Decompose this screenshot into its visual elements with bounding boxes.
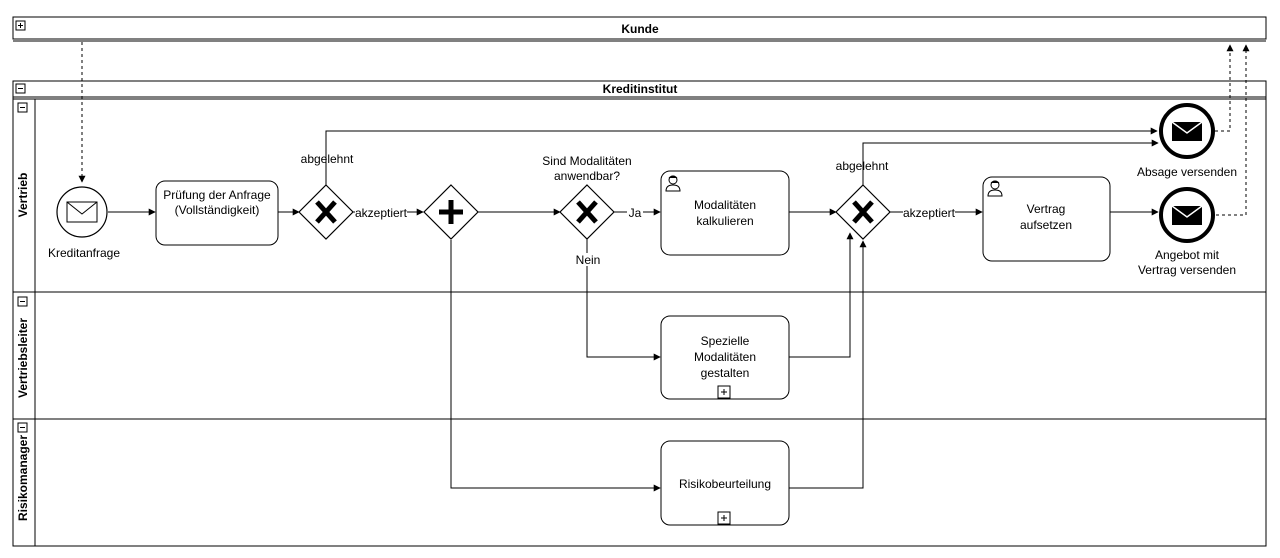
lane-sales-manager[interactable]: Vertriebsleiter — [16, 296, 30, 398]
flow-label-rejected-2: abgelehnt — [836, 159, 889, 173]
task-prepare-contract-line-1: Vertrag — [1027, 202, 1066, 216]
gateway-question-line-1: Sind Modalitäten — [542, 154, 631, 168]
subprocess-risk-assessment[interactable]: Risikobeurteilung — [660, 440, 790, 526]
flow-rejected-1[interactable] — [325, 127, 1158, 185]
subprocess-expand-marker[interactable] — [717, 385, 731, 399]
flow-special-to-gateway[interactable] — [789, 232, 854, 358]
flow-label-yes-box: Ja — [627, 206, 643, 220]
flow-label-yes: Ja — [629, 206, 642, 220]
subprocess-risk-label: Risikobeurteilung — [679, 477, 771, 491]
end-event-offer-label-line-2: Vertrag versenden — [1138, 263, 1236, 277]
plus-icon — [439, 200, 463, 224]
lane-sales-collapse-button[interactable] — [17, 102, 28, 113]
sequence-flows — [108, 127, 1159, 492]
lane-risk-manager-title: Risikomanager — [16, 435, 30, 521]
subprocess-special-line-2: Modalitäten — [694, 350, 756, 364]
task-check-request[interactable]: Prüfung der Anfrage (Vollständigkeit) — [155, 180, 279, 246]
task-check-request-line-2: (Vollständigkeit) — [175, 203, 260, 217]
flow-label-no-box: Nein — [574, 253, 602, 267]
lane-sales-title: Vertrieb — [16, 173, 30, 218]
pool-bank-collapse-button[interactable] — [15, 83, 26, 94]
x-icon — [852, 200, 874, 224]
envelope-icon — [66, 201, 98, 223]
flow-label-accepted-2-box: akzeptiert — [903, 206, 956, 220]
lane-risk-manager[interactable]: Risikomanager — [16, 422, 30, 521]
flow-parallel-to-risk[interactable] — [450, 240, 661, 492]
subprocess-expand-marker[interactable] — [717, 511, 731, 525]
lane-sales-manager-collapse-button[interactable] — [17, 296, 28, 307]
subprocess-special-line-1: Spezielle — [701, 334, 750, 348]
task-prepare-contract-line-2: aufsetzen — [1020, 218, 1072, 232]
task-calc-modalities-line-1: Modalitäten — [694, 198, 756, 212]
task-calc-modalities[interactable]: Modalitäten kalkulieren — [660, 170, 790, 256]
task-prepare-contract[interactable]: Vertrag aufsetzen — [982, 176, 1111, 262]
pool-customer[interactable]: Kunde — [12, 16, 1267, 42]
gateway-exclusive-check[interactable] — [298, 184, 354, 240]
end-event-rejection-label: Absage versenden — [1137, 165, 1237, 179]
start-event-credit-request[interactable]: Kreditanfrage — [48, 186, 120, 260]
flow-label-accepted-2: akzeptiert — [903, 206, 956, 220]
flow-rejected-2[interactable] — [862, 139, 1159, 185]
pool-bank[interactable]: Kreditinstitut — [12, 80, 1267, 547]
flow-no[interactable] — [586, 239, 661, 361]
envelope-filled-icon — [1171, 121, 1203, 141]
pool-customer-expand-button[interactable] — [15, 20, 26, 31]
task-calc-modalities-line-2: kalkulieren — [696, 214, 753, 228]
gateway-exclusive-merge[interactable] — [835, 184, 891, 240]
flow-label-no: Nein — [576, 253, 601, 267]
message-flow-offer[interactable] — [1216, 44, 1250, 216]
message-flows — [78, 42, 1250, 216]
end-event-offer-label-line-1: Angebot mit — [1155, 248, 1220, 262]
lane-risk-manager-collapse-button[interactable] — [17, 422, 28, 433]
lane-sales-manager-title: Vertriebsleiter — [16, 318, 30, 398]
subprocess-special-modalities[interactable]: Spezielle Modalitäten gestalten — [660, 315, 790, 400]
start-event-label: Kreditanfrage — [48, 246, 120, 260]
user-icon — [987, 180, 1003, 197]
gateway-exclusive-modalities[interactable] — [559, 184, 615, 240]
task-check-request-line-1: Prüfung der Anfrage — [163, 188, 271, 202]
gateway-question-line-2: anwendbar? — [554, 169, 620, 183]
pool-bank-title: Kreditinstitut — [603, 82, 678, 96]
flow-label-rejected-1: abgelehnt — [301, 152, 354, 166]
lane-sales[interactable]: Vertrieb — [16, 102, 30, 218]
pool-customer-title: Kunde — [621, 22, 659, 36]
flow-label-accepted-1: akzeptiert — [355, 206, 408, 220]
message-flow-rejection[interactable] — [1215, 44, 1234, 132]
x-icon — [315, 200, 337, 224]
end-event-offer[interactable]: Angebot mit Vertrag versenden — [1138, 187, 1236, 277]
x-icon — [576, 200, 598, 224]
gateway-parallel[interactable] — [423, 184, 479, 240]
flow-risk-to-gateway[interactable] — [789, 240, 867, 489]
flow-label-accepted-1-box: akzeptiert — [355, 206, 408, 220]
user-icon — [665, 175, 681, 192]
end-event-rejection[interactable]: Absage versenden — [1137, 103, 1237, 179]
subprocess-special-line-3: gestalten — [701, 366, 750, 380]
envelope-filled-icon — [1171, 205, 1203, 225]
